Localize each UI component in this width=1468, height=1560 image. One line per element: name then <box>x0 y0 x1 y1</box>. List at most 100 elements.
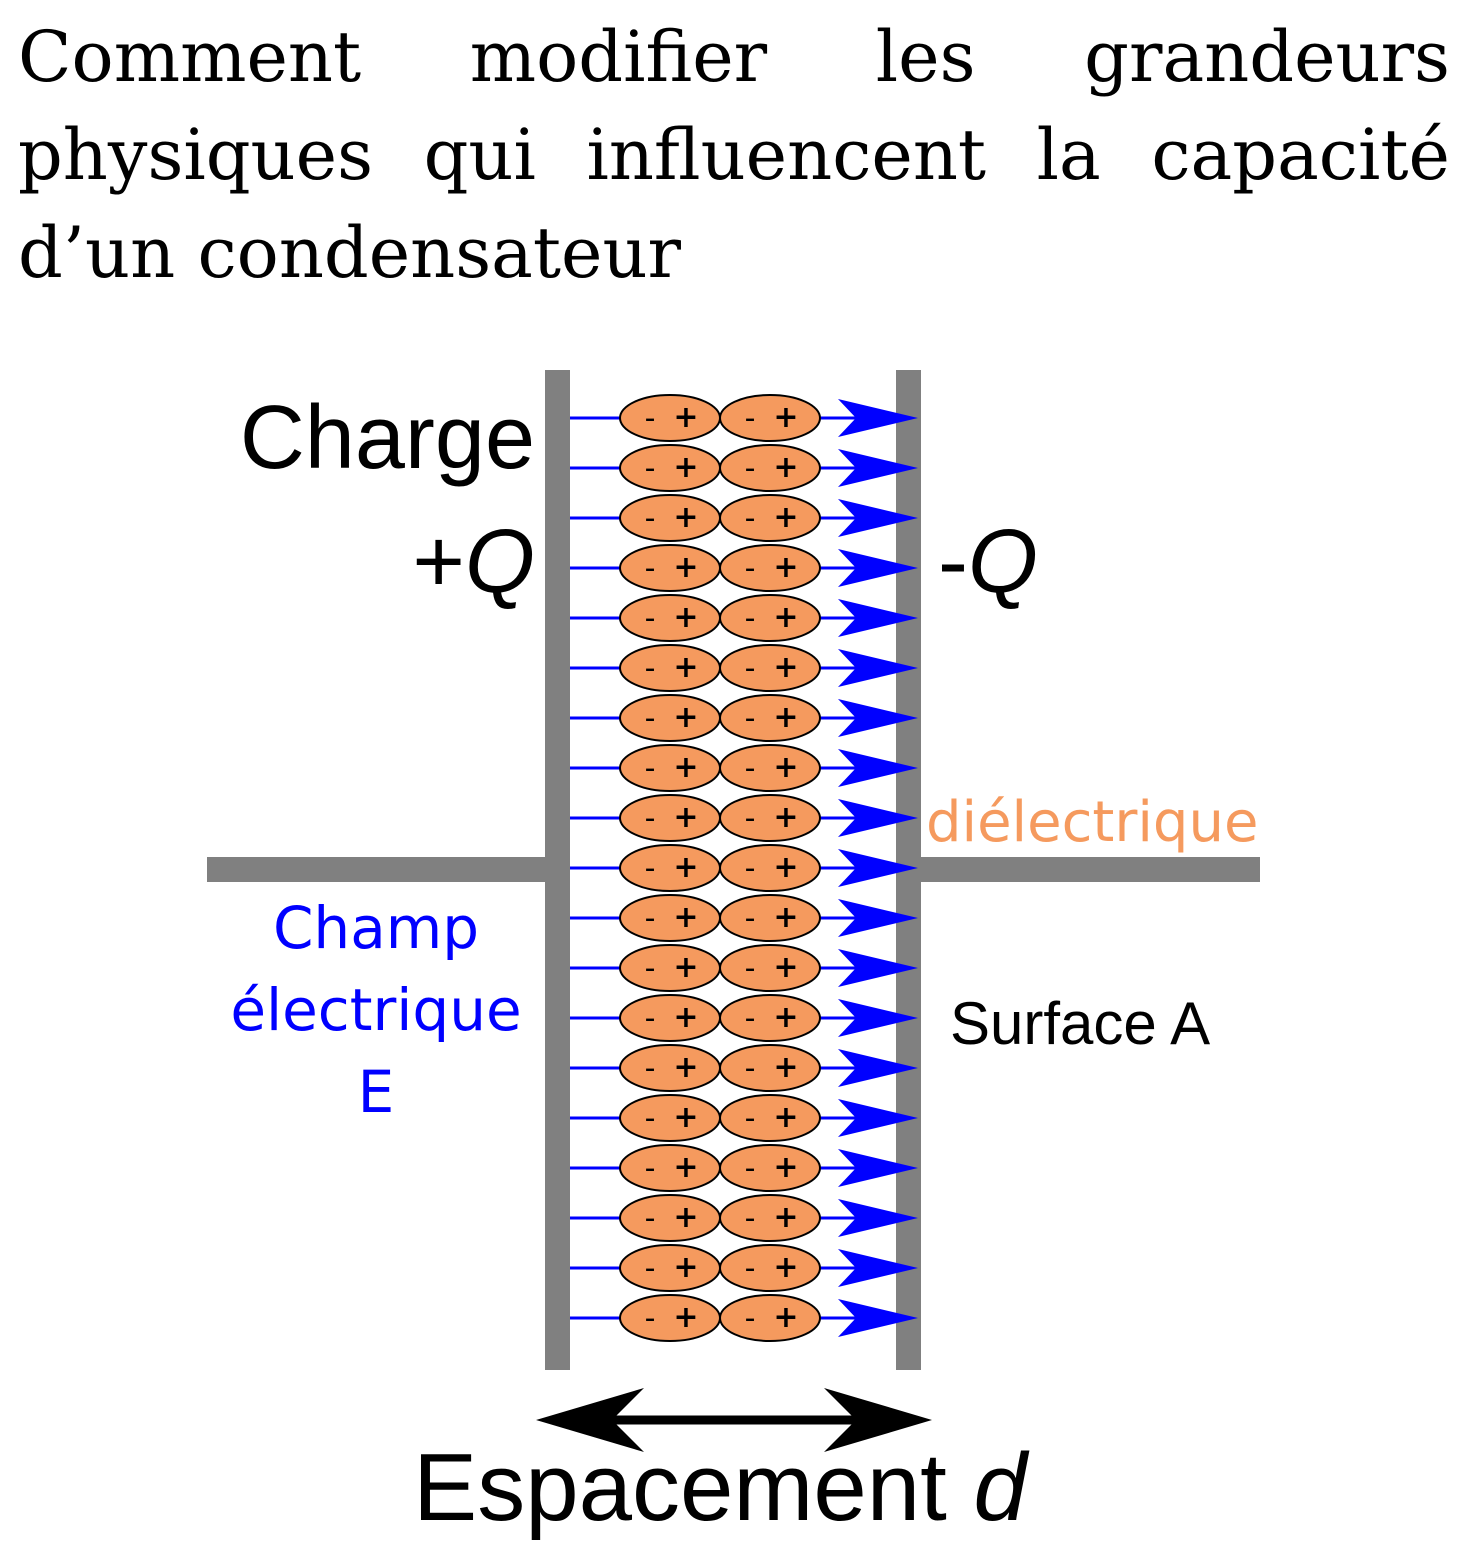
dipole-plus: + <box>673 1000 698 1035</box>
field-arrowhead <box>838 749 918 787</box>
field-arrowhead <box>838 1099 918 1137</box>
dipole-plus: + <box>673 1150 698 1185</box>
dipole-plus: + <box>673 700 698 735</box>
field-arrowhead <box>838 1149 918 1187</box>
field-arrowhead <box>838 499 918 537</box>
dipole: -+ <box>619 944 721 992</box>
dipole-minus: - <box>645 751 656 786</box>
dipole-minus: - <box>645 401 656 436</box>
title-word: grandeurs <box>1084 16 1450 98</box>
dipole-plus: + <box>773 900 798 935</box>
minus-sign: - <box>938 512 968 612</box>
dipole: -+ <box>619 1244 721 1292</box>
dipole-ellipse <box>719 644 821 692</box>
dipole-minus: - <box>645 1101 656 1136</box>
title-word: la <box>1036 114 1101 196</box>
dipole: -+ <box>619 894 721 942</box>
surface-label: Surface A <box>950 990 1210 1057</box>
field-arrowhead <box>838 1249 918 1287</box>
dipole-ellipse <box>719 1144 821 1192</box>
electric-field-arrowheads <box>838 399 918 1337</box>
dipole: -+ <box>619 1094 721 1142</box>
dipole-ellipse <box>719 694 821 742</box>
dipole-plus: + <box>773 1200 798 1235</box>
right-wire <box>916 857 1260 882</box>
dipole-plus: + <box>773 450 798 485</box>
dipole: -+ <box>619 794 721 842</box>
dipole: -+ <box>719 1144 821 1192</box>
page-title: Comment modifier les grandeurs physiques… <box>18 8 1450 302</box>
dipole-minus: - <box>745 1301 756 1336</box>
title-word: physiques <box>18 114 373 196</box>
dipole-ellipse <box>619 944 721 992</box>
dipole-minus: - <box>645 501 656 536</box>
dipole-minus: - <box>645 1001 656 1036</box>
plus-sign: + <box>412 512 465 612</box>
dipole-minus: - <box>745 451 756 486</box>
dipole-minus: - <box>745 1051 756 1086</box>
dipole-plus: + <box>773 850 798 885</box>
dipole: -+ <box>619 744 721 792</box>
dipole-ellipse <box>619 444 721 492</box>
dipole-plus: + <box>673 800 698 835</box>
dipole-minus: - <box>645 1201 656 1236</box>
dipole-plus: + <box>673 1200 698 1235</box>
dipole-ellipse <box>619 694 721 742</box>
dipole: -+ <box>719 944 821 992</box>
field-label-line-1: Champ <box>273 894 479 962</box>
dipole-minus: - <box>745 501 756 536</box>
dipole-ellipse <box>619 1294 721 1342</box>
dipole-minus: - <box>645 901 656 936</box>
dipole: -+ <box>619 1194 721 1242</box>
title-line-1: Comment modifier les grandeurs <box>18 8 1450 106</box>
dipole: -+ <box>719 544 821 592</box>
dipole-ellipse <box>619 644 721 692</box>
dipole: -+ <box>719 1294 821 1342</box>
dipole-plus: + <box>673 600 698 635</box>
dipole-plus: + <box>773 800 798 835</box>
dipole-ellipse <box>719 394 821 442</box>
dipole-plus: + <box>673 650 698 685</box>
field-label-line-2: électrique <box>230 976 521 1044</box>
title-word: les <box>875 16 976 98</box>
dipole: -+ <box>719 744 821 792</box>
dipole-ellipse <box>619 894 721 942</box>
dipole-plus: + <box>773 1100 798 1135</box>
dipole-plus: + <box>773 500 798 535</box>
dipole-ellipse <box>719 494 821 542</box>
dipole-ellipse <box>619 744 721 792</box>
field-arrowhead <box>838 999 918 1037</box>
d-variable: d <box>973 1434 1029 1541</box>
dipole: -+ <box>619 1044 721 1092</box>
dipole: -+ <box>719 844 821 892</box>
dipole-plus: + <box>673 750 698 785</box>
dipole-plus: + <box>673 950 698 985</box>
spacing-double-arrow <box>536 1388 932 1452</box>
dipole-ellipse <box>719 544 821 592</box>
dipole-minus: - <box>745 801 756 836</box>
dipole-minus: - <box>645 551 656 586</box>
spacing-text: Espacement <box>413 1434 973 1541</box>
dipole: -+ <box>619 644 721 692</box>
dipole-minus: - <box>745 901 756 936</box>
q-variable: Q <box>465 512 535 612</box>
dipole: -+ <box>619 1294 721 1342</box>
dipole-ellipse <box>719 594 821 642</box>
dipole-minus: - <box>745 651 756 686</box>
dipole-plus: + <box>773 550 798 585</box>
field-arrowhead <box>838 549 918 587</box>
title-word: capacité <box>1151 114 1450 196</box>
dipole: -+ <box>719 1244 821 1292</box>
dipole-minus: - <box>745 851 756 886</box>
dipole-plus: + <box>673 1050 698 1085</box>
dipole-plus: + <box>673 850 698 885</box>
dipole: -+ <box>719 394 821 442</box>
dipole-minus: - <box>645 801 656 836</box>
dipole: -+ <box>619 594 721 642</box>
dipole-ellipse <box>719 994 821 1042</box>
dipole-ellipse <box>619 494 721 542</box>
positive-plate <box>545 370 570 1370</box>
dipole-minus: - <box>645 1151 656 1186</box>
dipole: -+ <box>719 644 821 692</box>
dipole-ellipse <box>619 1194 721 1242</box>
